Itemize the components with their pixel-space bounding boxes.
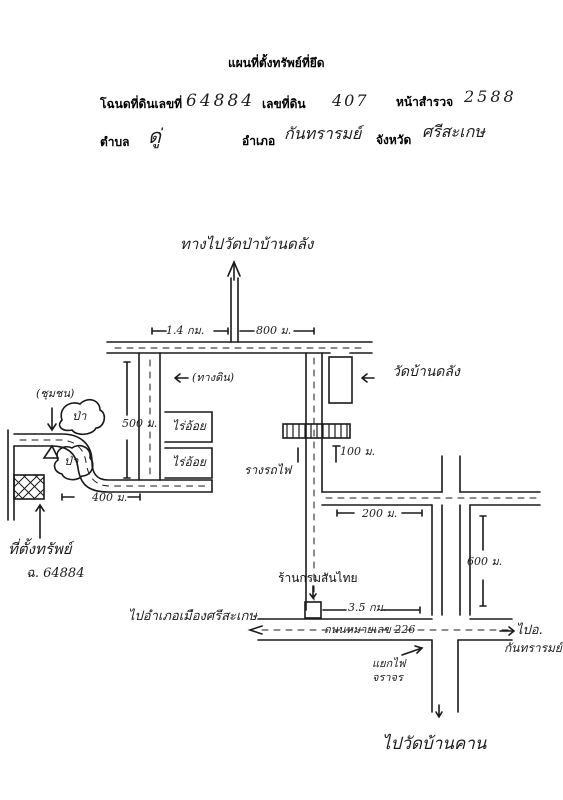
west-arrow-icon (247, 625, 263, 635)
survey-value: 2588 (464, 87, 517, 106)
sugarcane-field-1 (164, 411, 213, 443)
deed-label: โฉนดที่ดินเลขที่ (100, 97, 183, 111)
land-no-label: เลขที่ดิน (262, 97, 306, 111)
wat-ban-dlang-building (328, 356, 353, 404)
dim-200-marker (336, 509, 423, 517)
dim-top-right-arrow (239, 327, 315, 335)
dim-top-left-arrow (151, 327, 229, 335)
survey-label: หน้าสำรวจ (396, 95, 454, 109)
to-city-west-label: ไปอำเภอเมืองศรีสะเกษ (128, 609, 257, 624)
property-road-bottom (13, 445, 213, 493)
property-deed-label: ฉ. 64884 (26, 566, 85, 581)
sugarcane-field-2 (164, 447, 213, 479)
dist-100-label: 100 ม. (340, 445, 376, 458)
forest-label-2: ป่า (64, 454, 79, 468)
land-no-value: 407 (332, 91, 369, 110)
forest-label-1: ป่า (72, 409, 87, 423)
highway-label: ถนนหมายเลข 226 (324, 623, 416, 636)
property-marker-icon (42, 444, 60, 459)
traffic-light-pointer (401, 645, 424, 656)
property-label: ที่ตั้งทรัพย์ (8, 540, 72, 558)
to-kanthararom-label-1: ไปอ. (516, 623, 543, 638)
dist-top-right-label: 800 ม. (256, 324, 292, 337)
deed-value: 64884 (186, 91, 256, 111)
shop-box (304, 601, 322, 619)
dirt-road-label: (ทางดิน) (192, 371, 235, 384)
forest-blob-2 (53, 444, 94, 481)
to-wat-south-label: ไปวัดบ้านคาน (382, 734, 487, 754)
dim-600-marker (479, 515, 487, 607)
shop-label: ร้านกรมสันไทย (278, 571, 358, 585)
shop-pointer (309, 585, 317, 600)
dim-100-marker (332, 445, 341, 463)
wat-ban-dlang-label: วัดบ้านดลัง (392, 364, 460, 380)
dist-200-label: 200 ม. (362, 507, 398, 520)
to-wat-north-label: ทางไปวัดป่าบ้านดลัง (180, 235, 314, 253)
subdistrict-label: ตำบล (100, 135, 130, 149)
dim-3-5-marker (322, 606, 421, 614)
sugarcane-label-2: ไร่อ้อย (172, 455, 206, 469)
district-label: อำเภอ (242, 134, 276, 148)
dim-400-marker (61, 493, 141, 501)
village-arrow (47, 407, 57, 432)
dist-top-left-label: 1.4 กม. (166, 324, 205, 337)
dirt-road-pointer (174, 373, 189, 383)
wat-pointer (361, 373, 375, 383)
province-value: ศรีสะเกษ (422, 122, 485, 141)
province-label: จังหวัด (376, 133, 412, 147)
dist-500-label: 500 ม. (122, 417, 158, 430)
dist-400-label: 400 ม. (92, 491, 128, 504)
village-label: (ชุมชน) (36, 387, 75, 400)
railway-label: รางรถไฟ (244, 463, 292, 477)
traffic-light-label-1: แยกไฟ (372, 657, 406, 670)
east-arrow-icon (499, 626, 516, 636)
map-title: แผนที่ตั้งทรัพย์ที่ยึด (228, 56, 325, 70)
traffic-light-label-2: จราจร (372, 671, 403, 684)
dist-3-5-label: 3.5 กม. (348, 601, 387, 614)
sugarcane-label-1: ไร่อ้อย (172, 419, 206, 433)
forest-blob-1 (58, 398, 106, 436)
property-road-top (13, 433, 161, 481)
district-value: กันทรารมย์ (284, 124, 362, 143)
dim-500-marker (123, 361, 131, 479)
to-kanthararom-label-2: กันทรารมย์ (504, 641, 562, 655)
south-arrow-icon (435, 704, 443, 719)
dist-600-label: 600 ม. (467, 555, 503, 568)
subdistrict-value: ดู่ (148, 124, 161, 148)
property-box (13, 474, 45, 500)
property-pointer (35, 503, 45, 539)
